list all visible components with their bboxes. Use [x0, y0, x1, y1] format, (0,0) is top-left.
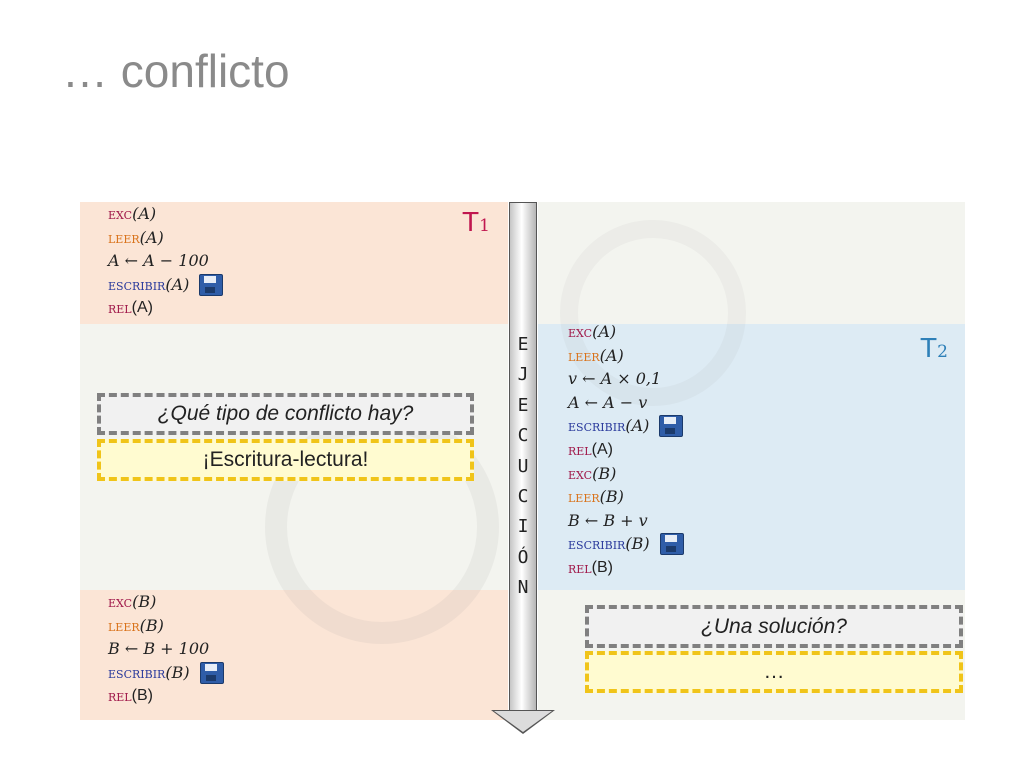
leer-keyword: leer [568, 487, 600, 507]
assignment: A ← A − 100 [108, 251, 209, 271]
save-icon [659, 415, 684, 438]
assignment: A ← A − v [568, 392, 648, 412]
rel-keyword: rel [108, 686, 132, 706]
execution-arrow-head-fill [494, 711, 552, 732]
escribir-keyword: escribir [568, 534, 626, 554]
question-box-solution: ¿Una solución? [585, 605, 963, 648]
slide-title: … conflicto [62, 45, 290, 97]
leer-keyword: leer [108, 227, 140, 247]
t1-bottom-code: exc(B) leer(B) B ← B + 100 escribir(B) r… [108, 590, 224, 708]
save-icon [659, 533, 684, 556]
leer-keyword: leer [108, 615, 140, 635]
execution-arrow [509, 202, 537, 712]
t2-label: T2 [920, 332, 948, 363]
rel-keyword: rel [108, 298, 132, 318]
exc-keyword: exc [108, 204, 133, 223]
rel-keyword: rel [568, 557, 592, 577]
exc-keyword: exc [568, 463, 593, 483]
exc-keyword: exc [568, 322, 593, 341]
t2-code: exc(A) leer(A) v ← A × 0,1 A ← A − v esc… [568, 320, 684, 580]
escribir-keyword: escribir [108, 662, 166, 682]
escribir-keyword: escribir [108, 274, 166, 294]
escribir-keyword: escribir [568, 416, 626, 436]
save-icon [199, 273, 224, 296]
answer-box-conflict-type: ¡Escritura-lectura! [97, 439, 474, 481]
assignment: v ← A × 0,1 [568, 369, 662, 389]
exc-keyword: exc [108, 592, 133, 611]
t1-top-panel [80, 202, 508, 324]
question-box-conflict-type: ¿Qué tipo de conflicto hay? [97, 393, 474, 435]
assignment: B ← B + v [568, 510, 648, 530]
assignment: B ← B + 100 [108, 639, 210, 659]
t1-top-code: exc(A) leer(A) A ← A − 100 escribir(A) r… [108, 202, 224, 320]
answer-box-solution: … [585, 651, 963, 693]
execution-label: E J E C U C I Ó N [517, 334, 529, 599]
leer-keyword: leer [568, 345, 600, 365]
save-icon [199, 661, 224, 684]
rel-keyword: rel [568, 439, 592, 459]
t1-label: T1 [462, 206, 490, 237]
